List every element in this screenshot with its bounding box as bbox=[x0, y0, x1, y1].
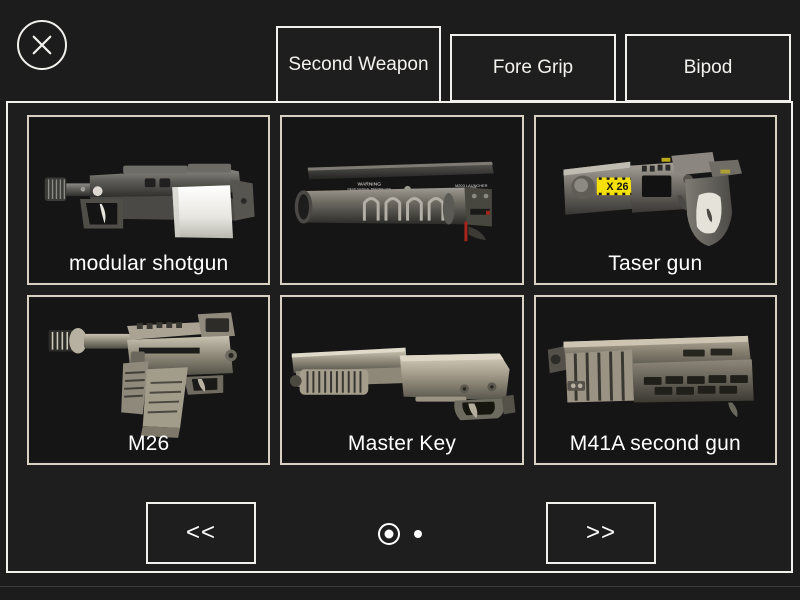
page-dot-1-active[interactable] bbox=[377, 523, 400, 545]
tab-bipod-label: Bipod bbox=[683, 57, 733, 79]
tab-fore-grip-label: Fore Grip bbox=[492, 57, 574, 79]
tab-bipod[interactable]: Bipod bbox=[625, 34, 791, 102]
item-grid: modular shotgun bbox=[27, 115, 777, 465]
tab-bar: Second Weapon Fore Grip Bipod bbox=[276, 26, 792, 102]
item-m26[interactable]: M26 bbox=[27, 295, 271, 465]
attachment-panel: modular shotgun bbox=[6, 101, 793, 573]
close-icon bbox=[32, 35, 52, 55]
item-m41a-second-gun[interactable]: M41A second gun bbox=[533, 295, 777, 465]
grenade-launcher-image: WARNING READ MANUAL BEFORE USE M203 LAUN… bbox=[282, 117, 522, 283]
svg-text:READ MANUAL BEFORE USE: READ MANUAL BEFORE USE bbox=[348, 187, 391, 191]
item-taser-gun[interactable]: X 26 bbox=[533, 115, 777, 285]
svg-text:X 26: X 26 bbox=[606, 181, 628, 193]
master-key-image bbox=[282, 297, 522, 463]
item-grenade-launcher[interactable]: WARNING READ MANUAL BEFORE USE M203 LAUN… bbox=[280, 115, 524, 285]
m26-image bbox=[29, 297, 269, 463]
taser-gun-image: X 26 bbox=[535, 117, 775, 283]
previous-page-button[interactable]: << bbox=[146, 502, 256, 564]
page-dot-2[interactable] bbox=[413, 530, 422, 538]
close-button[interactable] bbox=[17, 20, 67, 70]
page-indicator bbox=[6, 523, 793, 545]
next-page-button[interactable]: >> bbox=[546, 502, 656, 564]
bottom-divider bbox=[0, 586, 800, 587]
modular-shotgun-image bbox=[29, 117, 269, 283]
tab-second-weapon[interactable]: Second Weapon bbox=[276, 26, 441, 102]
item-modular-shotgun[interactable]: modular shotgun bbox=[27, 115, 271, 285]
svg-text:WARNING: WARNING bbox=[358, 181, 382, 187]
item-master-key[interactable]: Master Key bbox=[280, 295, 524, 465]
pagination-bar: << >> bbox=[6, 502, 793, 566]
tab-second-weapon-label: Second Weapon bbox=[288, 54, 429, 76]
tab-fore-grip[interactable]: Fore Grip bbox=[450, 34, 616, 102]
m41a-image bbox=[535, 297, 775, 463]
svg-text:M203 LAUNCHER: M203 LAUNCHER bbox=[455, 183, 488, 188]
